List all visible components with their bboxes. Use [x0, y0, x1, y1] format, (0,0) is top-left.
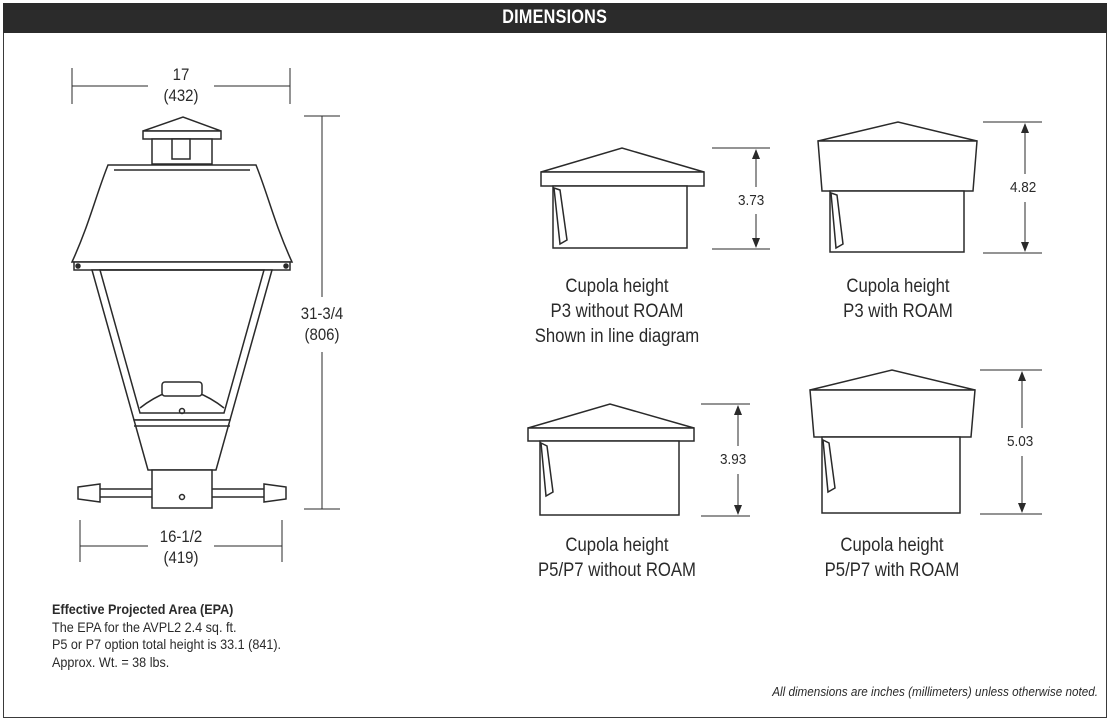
caption-line: P5/P7 with ROAM [824, 560, 960, 581]
fixture-dimension-lines [71, 68, 340, 562]
cupola-dimension-4: 5.03 [1007, 433, 1034, 450]
section-header: DIMENSIONS [3, 3, 1107, 33]
caption-line: P5/P7 without ROAM [538, 560, 696, 581]
cupola-caption-4: Cupola height P5/P7 with ROAM [804, 533, 980, 583]
cupola-dimension-2: 4.82 [1010, 179, 1037, 196]
epa-block: Effective Projected Area (EPA) The EPA f… [52, 601, 281, 671]
cupola-dimension-1: 3.73 [738, 192, 765, 209]
bottom-width-inches: 16-1/2 [159, 527, 203, 546]
cupola-p3-with-roam-dim [983, 121, 1042, 254]
caption-line: Shown in line diagram [534, 326, 700, 347]
units-footnote: All dimensions are inches (millimeters) … [772, 684, 1098, 699]
epa-line: Approx. Wt. = 38 lbs. [52, 653, 170, 670]
top-width-label: 17 (432) [146, 64, 216, 106]
cupola-p5p7-without-roam [527, 403, 695, 516]
caption-line: P3 without ROAM [550, 301, 684, 322]
top-width-inches: 17 [172, 65, 190, 84]
cupola-caption-3: Cupola height P5/P7 without ROAM [529, 533, 705, 583]
cupola-caption-2: Cupola height P3 with ROAM [810, 274, 986, 324]
height-inches: 31-3/4 [300, 304, 344, 323]
epa-line: P5 or P7 option total height is 33.1 (84… [52, 636, 282, 652]
cupola-p3-without-roam-dim [712, 147, 770, 250]
caption-line: Cupola height [565, 535, 669, 556]
cupola-p3-with-roam [817, 121, 978, 253]
section-title: DIMENSIONS [502, 7, 608, 28]
height-mm: (806) [304, 325, 340, 344]
top-width-mm: (432) [163, 86, 199, 105]
cupola-p5p7-without-roam-dim [701, 403, 750, 517]
bottom-width-mm: (419) [163, 548, 199, 567]
epa-line: The EPA for the AVPL2 2.4 sq. ft. [52, 618, 237, 635]
cupola-p3-without-roam [540, 147, 705, 249]
caption-line: Cupola height [840, 535, 944, 556]
height-label: 31-3/4 (806) [289, 303, 356, 345]
cupola-dimension-3: 3.93 [720, 451, 747, 468]
caption-line: Cupola height [565, 276, 669, 297]
cupola-caption-1: Cupola height P3 without ROAM Shown in l… [529, 274, 705, 349]
epa-title: Effective Projected Area (EPA) [52, 601, 234, 617]
lantern-fixture [70, 116, 294, 509]
cupola-p5p7-with-roam-dim [980, 369, 1042, 515]
cupola-p5p7-with-roam [809, 369, 976, 514]
caption-line: P3 with ROAM [843, 301, 953, 322]
caption-line: Cupola height [846, 276, 950, 297]
bottom-width-label: 16-1/2 (419) [146, 526, 216, 568]
